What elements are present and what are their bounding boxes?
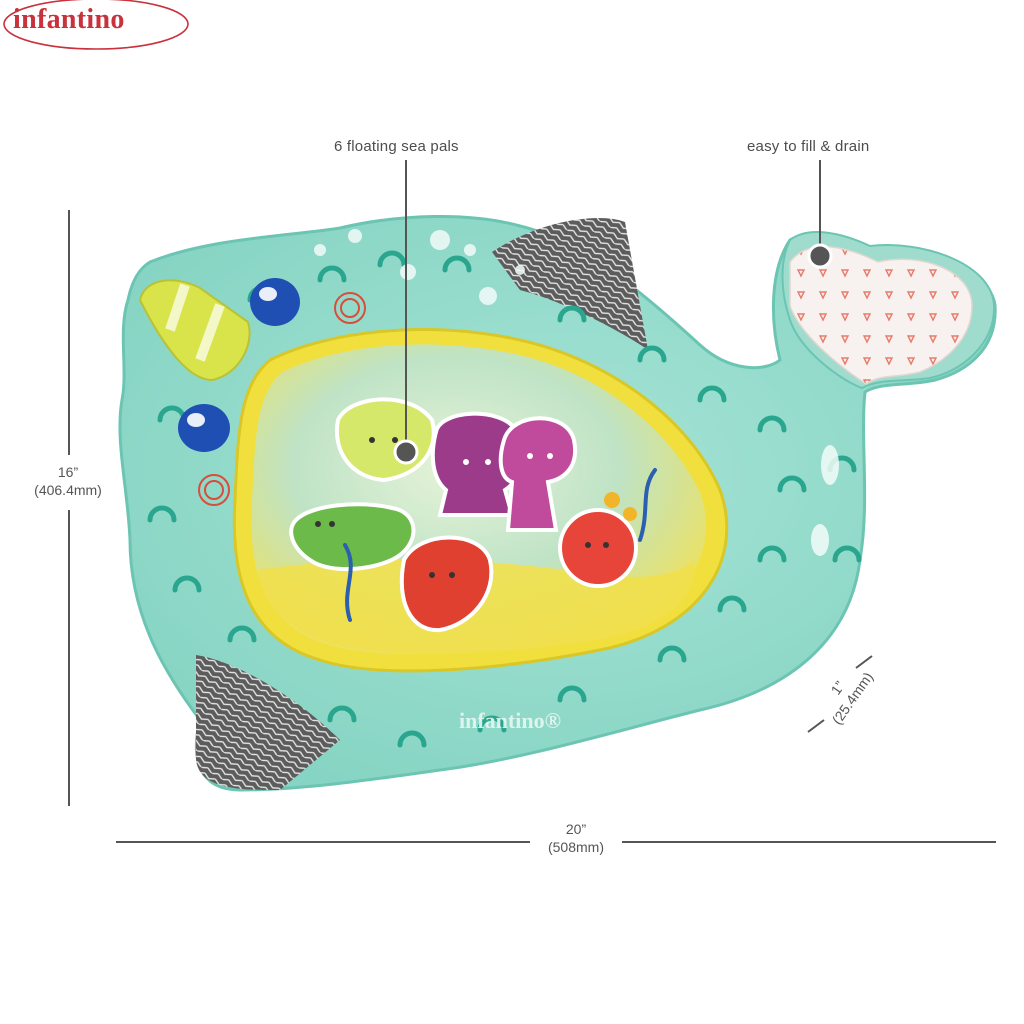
sea-pal-turtle bbox=[289, 502, 416, 571]
fill-drain-pointer-dot bbox=[807, 243, 833, 269]
height-millimeters: (406.4mm) bbox=[34, 482, 102, 498]
depth-line-bottom bbox=[807, 719, 825, 733]
horn-stripes bbox=[165, 283, 225, 362]
corner-patch-top bbox=[492, 217, 648, 350]
height-dimension-label: 16” (406.4mm) bbox=[20, 463, 116, 499]
corner-patch-bottom bbox=[196, 655, 340, 790]
width-dimension-label: 20” (508mm) bbox=[526, 820, 626, 856]
sea-pal-jellyfish bbox=[498, 416, 578, 532]
tail-heart-patch bbox=[789, 245, 973, 385]
sea-pals-pointer-dot bbox=[393, 439, 419, 465]
seaweed bbox=[343, 468, 657, 622]
scribble-discs bbox=[198, 292, 366, 506]
callout-sea-pals: 6 floating sea pals bbox=[334, 138, 459, 155]
mat-logo-text: infantino® bbox=[459, 708, 561, 733]
horn-toy bbox=[138, 279, 251, 382]
brand-logo-text: infantino bbox=[13, 4, 125, 35]
depth-line-top bbox=[855, 655, 873, 669]
callout-fill-drain: easy to fill & drain bbox=[747, 138, 870, 155]
width-inches: 20” bbox=[565, 821, 587, 837]
brand-logo: infantino bbox=[0, 0, 196, 52]
whale-eyes bbox=[178, 278, 300, 452]
width-millimeters: (508mm) bbox=[547, 839, 604, 855]
sea-pal-crab bbox=[399, 535, 494, 633]
height-inches: 16” bbox=[57, 464, 79, 480]
sea-pal-pufferfish bbox=[558, 492, 638, 588]
spout-dots bbox=[314, 229, 839, 556]
logo-oval-icon bbox=[3, 0, 189, 50]
mat-arc-pattern bbox=[147, 250, 862, 748]
